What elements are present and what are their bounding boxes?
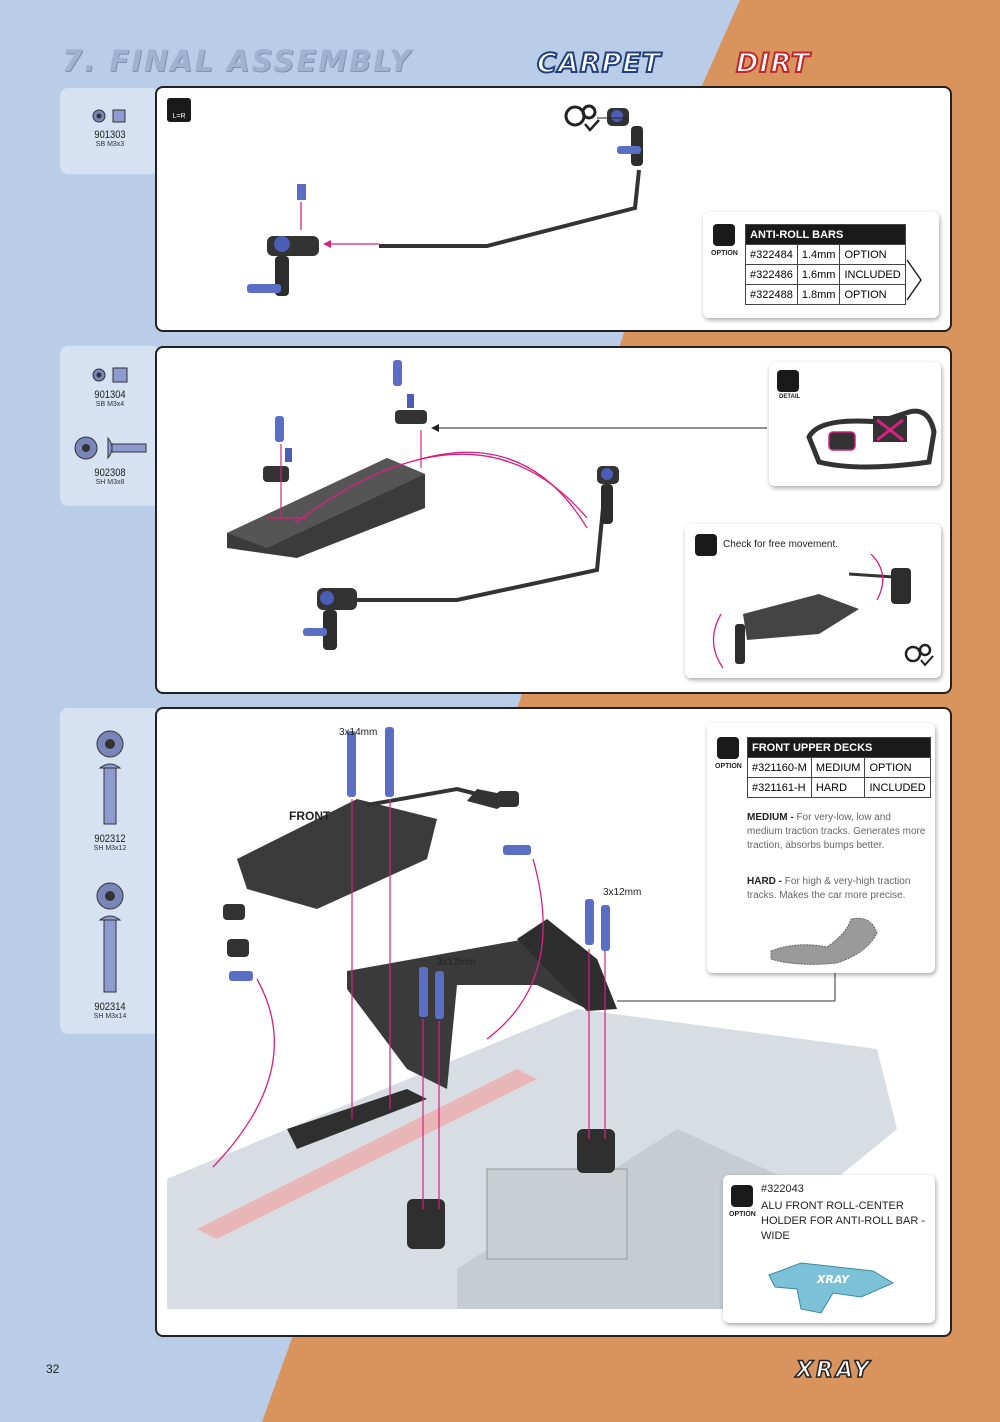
part-902308: 902308 SH M3x8 [60,434,160,486]
cell-part: #322486 [745,264,798,285]
part-desc: SB M3x4 [95,401,125,408]
medium-title: MEDIUM - [747,812,794,823]
part-code: 901304 [94,389,126,401]
option-label: OPTION [711,250,738,257]
table-title: FRONT UPPER DECKS [747,737,931,758]
cell-status: INCLUDED [864,777,931,798]
cell-status: INCLUDED [839,264,906,285]
thumbs-up-icon [713,224,735,246]
thumbs-up-icon [717,737,739,759]
bracket-icon [906,259,922,301]
check-icon [695,534,717,556]
magnifier-icon [777,370,799,392]
part-desc: SH M3x14 [93,1013,127,1020]
part-code: 902308 [94,467,126,479]
button-head-screw-icon [74,436,147,460]
button-head-screw-icon [96,730,124,825]
step2-panel: DETAIL Check for free movement. [155,346,952,694]
table-row: #322484 1.4mm OPTION [745,244,906,265]
movement-check-box: Check for free movement. [685,524,941,678]
anti-roll-bar-diagram: L=R [167,98,643,296]
cell-part: #321161-H [747,777,812,798]
screw-label-3x12-center: 3x12mm [437,957,476,968]
movement-illustration [712,554,934,669]
step3-parts-panel: 902312 SH M3x12 902314 SH M3x14 [60,708,160,1034]
roll-center-holder-illustration: XRAY [768,1262,895,1314]
option-label: OPTION [729,1211,756,1218]
cell-part: #322488 [745,284,798,305]
detail-box: DETAIL [769,362,941,486]
medium-description: MEDIUM - For very-low, low and medium tr… [747,811,927,853]
option-label: OPTION [715,763,742,770]
setscrew-icon [92,109,126,123]
table-title: ANTI-ROLL BARS [745,224,906,245]
detail-illustration [806,408,937,470]
detail-label: DETAIL [779,394,801,400]
part-code: 902312 [94,833,126,845]
cell-grade: MEDIUM [810,757,866,778]
table-row: #321161-H HARD INCLUDED [747,777,931,798]
front-label: FRONT [289,809,331,823]
dirt-badge: DIRT [735,47,811,80]
carpet-badge: CARPET [536,47,662,80]
step1-parts-panel: 901303 SB M3x3 [60,88,160,174]
xray-logo: XRAY [816,1273,850,1286]
brand-logo: XRAY [795,1357,873,1384]
step3-panel: 3x14mm 3x12mm 3x12mm FRONT OPTION FRONT … [155,707,952,1337]
button-head-screw-icon [96,882,124,993]
table-row: #322488 1.8mm OPTION [745,284,906,305]
medium-text: For very-low, low and medium traction tr… [747,812,926,851]
thumbs-up-icon [731,1185,753,1207]
front-upper-decks-box: OPTION FRONT UPPER DECKS #321160-M MEDIU… [707,723,935,973]
roll-center-holder-box: OPTION #322043 ALU FRONT ROLL-CENTER HOL… [723,1175,935,1323]
page-title: 7. FINAL ASSEMBLY [62,44,413,78]
part-901304: 901304 SB M3x4 [60,366,160,408]
step1-panel: L=R OPTION ANTI-ROLL BARS #322484 1.4mm [155,86,952,332]
holder-name: ALU FRONT ROLL-CENTER HOLDER FOR ANTI-RO… [761,1200,926,1242]
check-text: Check for free movement. [723,539,839,550]
cell-size: 1.8mm [796,284,841,305]
cell-size: 1.6mm [796,264,841,285]
part-desc: SB M3x3 [95,141,125,148]
part-code: 902314 [94,1001,126,1013]
cell-status: OPTION [839,244,906,265]
screw-label-3x12-right: 3x12mm [603,887,642,898]
symmetry-icon: L=R [172,113,185,120]
part-desc: SH M3x8 [95,479,125,486]
table-row: #321160-M MEDIUM OPTION [747,757,931,778]
cell-status: OPTION [864,757,931,778]
cell-size: 1.4mm [796,244,841,265]
hard-description: HARD - For high & very-high traction tra… [747,875,927,903]
cell-part: #322484 [745,244,798,265]
deck-assembly-diagram [227,360,767,650]
part-902312: 902312 SH M3x12 [60,728,160,852]
table-row: #322486 1.6mm INCLUDED [745,264,906,285]
hard-text: For high & very-high traction tracks. Ma… [747,876,911,901]
part-902314: 902314 SH M3x14 [60,880,160,1020]
holder-part-number: #322043 [761,1183,804,1195]
step2-parts-panel: 901304 SB M3x4 902308 SH M3x8 [60,346,160,506]
part-code: 901303 [94,129,126,141]
hard-title: HARD - [747,876,782,887]
front-upper-decks-table: FRONT UPPER DECKS #321160-M MEDIUM OPTIO… [747,737,931,798]
deck-sample-illustration [770,917,878,965]
anti-roll-bars-box: OPTION ANTI-ROLL BARS #322484 1.4mm OPTI… [703,212,939,318]
anti-roll-bars-table: ANTI-ROLL BARS #322484 1.4mm OPTION #322… [745,224,906,305]
page-number: 32 [46,1362,60,1376]
part-desc: SH M3x12 [93,845,127,852]
front-deck-assembly-diagram [167,727,897,1309]
screw-label-3x14: 3x14mm [339,727,378,738]
cell-part: #321160-M [747,757,812,778]
setscrew-icon [92,367,128,383]
cell-grade: HARD [810,777,866,798]
part-901303: 901303 SB M3x3 [60,108,160,148]
cell-status: OPTION [839,284,906,305]
